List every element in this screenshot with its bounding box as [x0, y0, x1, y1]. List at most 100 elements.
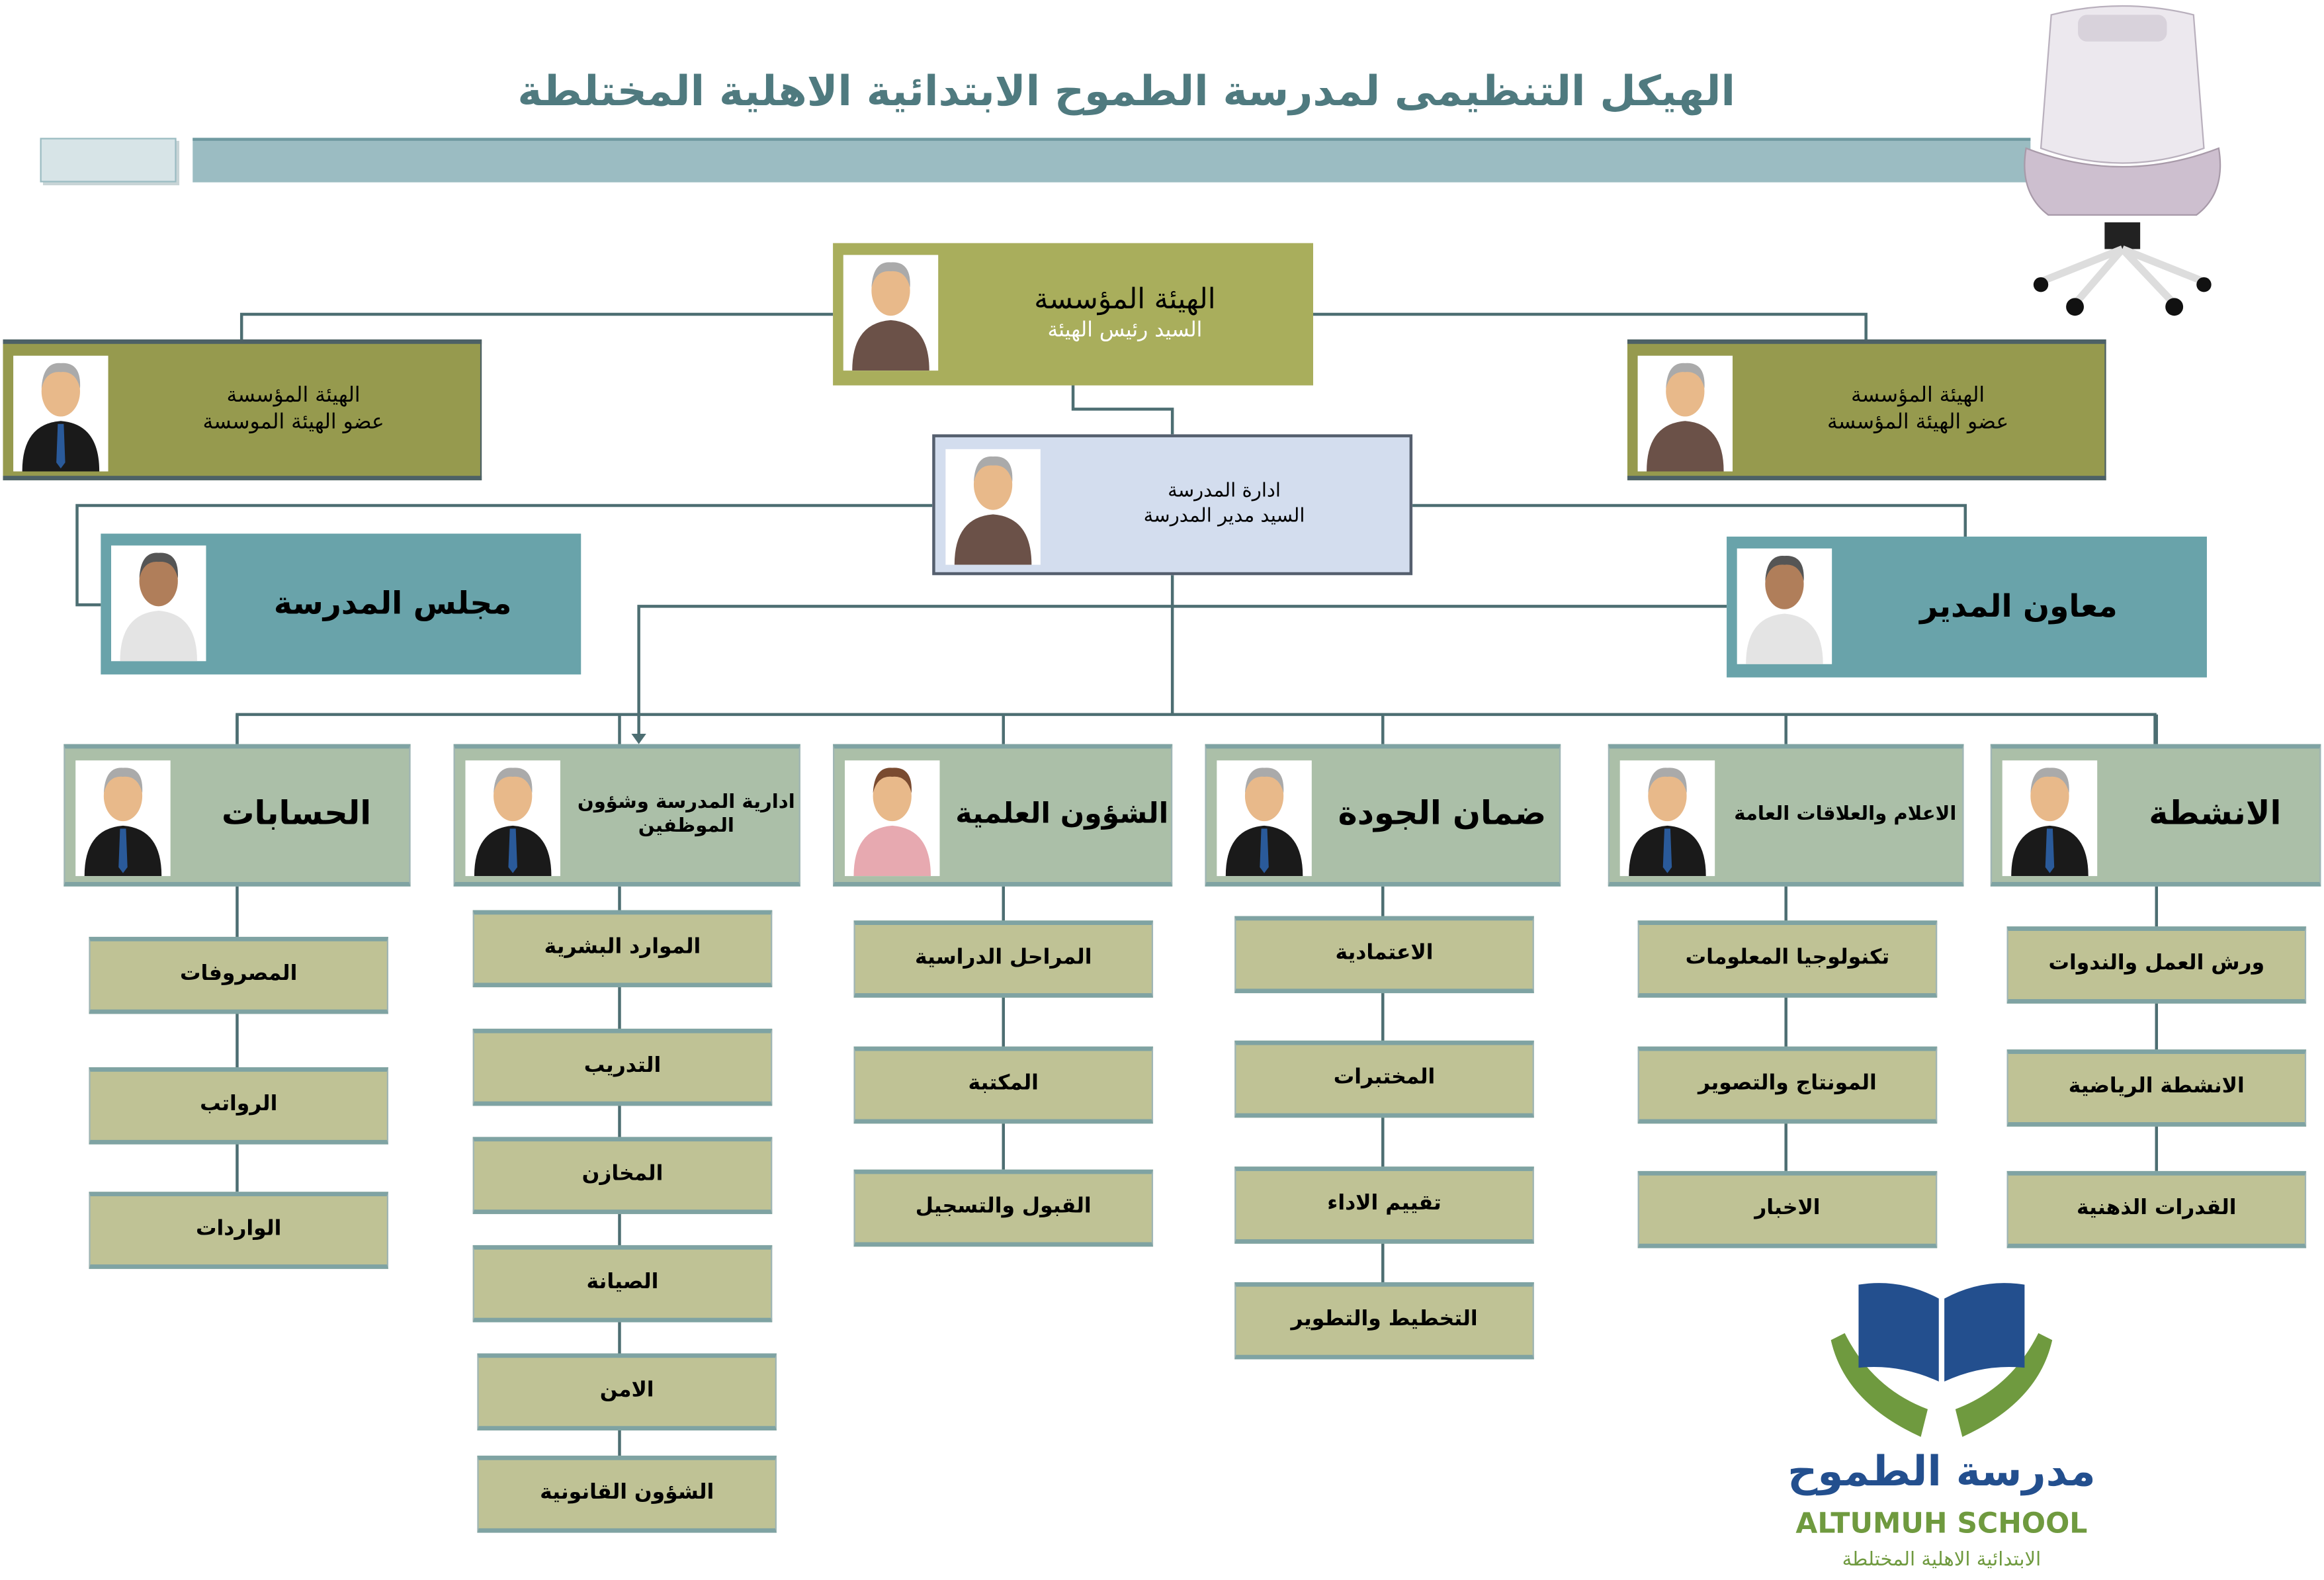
department-box[interactable]: ضمان الجودة: [1205, 744, 1561, 887]
connector-line: [1313, 312, 1868, 340]
box-title: الاعلام والعلاقات العامة: [1734, 803, 1957, 826]
box-title: الهيئة المؤسسة: [1850, 384, 1985, 408]
box-title: معاون المدير: [1920, 589, 2118, 625]
box-subtitle: السيد رئيس الهيئة: [1047, 318, 1203, 343]
box-label: الانشطة الرياضية: [2008, 1075, 2305, 1101]
box-title: المختبرات: [1333, 1066, 1436, 1090]
box-title: القبول والتسجيل: [915, 1195, 1092, 1219]
unit-box[interactable]: المختبرات: [1234, 1040, 1534, 1118]
box-title: مجلس المدرسة: [273, 586, 512, 622]
connector-line: [75, 504, 933, 607]
unit-box[interactable]: المراحل الدراسية: [853, 920, 1154, 998]
box-label: المختبرات: [1236, 1066, 1532, 1092]
unit-box[interactable]: الانشطة الرياضية: [2006, 1049, 2307, 1127]
unit-box[interactable]: الصيانة: [472, 1245, 773, 1323]
box-title: الانشطة الرياضية: [2068, 1075, 2245, 1099]
unit-box[interactable]: المونتاج والتصوير: [1637, 1046, 1938, 1124]
box-label: الاعلام والعلاقات العامة: [1610, 803, 1962, 827]
unit-box[interactable]: القدرات الذهنية: [2006, 1170, 2307, 1249]
box-title: الحسابات: [222, 796, 372, 834]
unit-box[interactable]: تقييم الاداء: [1234, 1166, 1534, 1244]
box-title: الصيانة: [586, 1270, 659, 1295]
box-label: الشؤون العلمية: [834, 798, 1171, 833]
box-title: التخطيط والتطوير: [1291, 1307, 1478, 1332]
box-label: الموارد البشرية: [474, 936, 771, 961]
box-title: الرواتب: [200, 1092, 278, 1117]
logo-english-name: ALTUMUH SCHOOL: [1795, 1507, 2088, 1540]
box-label: التخطيط والتطوير: [1236, 1308, 1532, 1334]
connector-line: [1071, 385, 1174, 435]
box-label: المكتبة: [855, 1072, 1152, 1098]
unit-box[interactable]: المخازن: [472, 1137, 773, 1214]
box-title: الهيئة المؤسسة: [1034, 283, 1216, 317]
box-label: المخازن: [474, 1163, 771, 1188]
connector-line: [637, 605, 1727, 742]
box-label: الحسابات: [65, 795, 409, 836]
department-box[interactable]: الشؤون العلمية: [833, 744, 1173, 887]
box-title: ضمان الجودة: [1338, 796, 1547, 834]
unit-box[interactable]: الرواتب: [89, 1067, 388, 1145]
box-subtitle: السيد مدير المدرسة: [1143, 504, 1305, 527]
arrow-head-icon: [631, 733, 646, 744]
box-title: ادارية المدرسة وشؤون الموظفين: [577, 791, 795, 838]
box-title: المونتاج والتصوير: [1698, 1072, 1877, 1096]
box-label: تقييم الاداء: [1236, 1192, 1532, 1218]
person-avatar-icon: [465, 760, 560, 877]
box-label: الصيانة: [474, 1271, 771, 1297]
box-title: المخازن: [581, 1163, 664, 1186]
box-label: معاون المدير: [1727, 588, 2207, 627]
connector-line: [239, 312, 834, 340]
box-title: الاعتمادية: [1335, 942, 1434, 966]
box-label: ادارية المدرسة وشؤون الموظفين: [455, 791, 799, 840]
box-subtitle: عضو الهيئة المؤسسة: [1827, 410, 2009, 434]
box-title: الشؤون القانونية: [540, 1481, 714, 1505]
box-title: ورش العمل والندوات: [2048, 951, 2265, 976]
unit-box[interactable]: ورش العمل والندوات: [2006, 926, 2307, 1004]
assistant-director[interactable]: معاون المدير: [1727, 537, 2207, 678]
box-title: الامن: [599, 1379, 654, 1403]
unit-box[interactable]: التدريب: [472, 1028, 773, 1106]
person-avatar-icon: [75, 760, 171, 877]
unit-box[interactable]: القبول والتسجيل: [853, 1169, 1154, 1247]
unit-box[interactable]: تكنولوجيا المعلومات: [1637, 920, 1938, 998]
box-label: المونتاج والتصوير: [1639, 1072, 1936, 1098]
department-box[interactable]: الانشطة: [1990, 744, 2321, 887]
box-title: الاخبار: [1754, 1196, 1821, 1221]
page-title: الهيكل التنظيمى لمدرسة الطموح الابتدائية…: [517, 66, 1735, 116]
unit-box[interactable]: المكتبة: [853, 1046, 1154, 1124]
box-title: المراحل الدراسية: [914, 945, 1092, 970]
box-title: المكتبة: [968, 1072, 1039, 1096]
box-title: الهيئة المؤسسة: [226, 384, 361, 408]
department-box[interactable]: ادارية المدرسة وشؤون الموظفين: [453, 744, 800, 887]
unit-box[interactable]: التخطيط والتطوير: [1234, 1282, 1534, 1360]
unit-box[interactable]: الموارد البشرية: [472, 910, 773, 988]
box-title: تكنولوجيا المعلومات: [1685, 945, 1890, 970]
box-label: ضمان الجودة: [1207, 795, 1559, 836]
office-chair-icon: [2024, 5, 2221, 316]
unit-box[interactable]: المصروفات: [89, 936, 388, 1014]
department-box[interactable]: الاعلام والعلاقات العامة: [1608, 744, 1964, 887]
person-avatar-icon: [111, 545, 206, 662]
box-title: الشؤون العلمية: [955, 797, 1169, 830]
logo-tagline: الابتدائية الاهلية المختلطة: [1842, 1549, 2042, 1571]
unit-box[interactable]: الاعتمادية: [1234, 916, 1534, 994]
connector-line: [1412, 504, 1967, 537]
female-avatar-icon: [845, 760, 940, 877]
box-label: الواردات: [91, 1217, 387, 1243]
unit-box[interactable]: الشؤون القانونية: [477, 1456, 777, 1533]
department-box[interactable]: الحسابات: [64, 744, 411, 887]
box-label: الامن: [479, 1379, 775, 1405]
unit-box[interactable]: الواردات: [89, 1192, 388, 1269]
school-council[interactable]: مجلس المدرسة: [101, 533, 581, 675]
box-label: ورش العمل والندوات: [2008, 952, 2305, 978]
box-label: الاخبار: [1639, 1197, 1936, 1223]
unit-box[interactable]: الاخبار: [1637, 1170, 1938, 1249]
box-subtitle: عضو الهيئة الموسسة: [202, 410, 384, 434]
person-avatar-icon: [2002, 760, 2098, 877]
unit-box[interactable]: الامن: [477, 1353, 777, 1430]
